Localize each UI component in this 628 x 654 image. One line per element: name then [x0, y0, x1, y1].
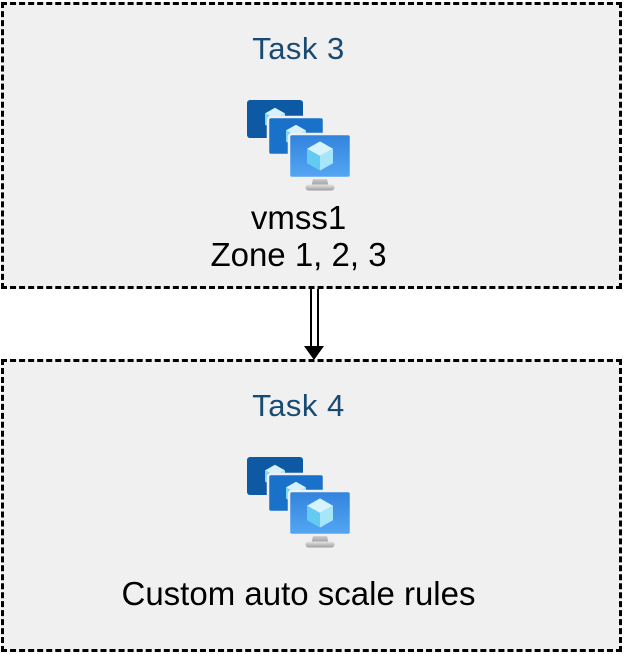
- task3-box: Task 3 vmss1 Zone 1, 2, 3: [1, 2, 622, 289]
- flow-arrow: [0, 289, 628, 360]
- vmss-name-label: vmss1: [250, 199, 347, 236]
- task4-box: Task 4 Custom auto scale rules: [1, 359, 622, 652]
- arrow-head-icon: [304, 346, 324, 360]
- task4-title: Task 4: [252, 388, 345, 423]
- vm-scale-sets-icon: [246, 457, 351, 549]
- arrow-shaft: [309, 289, 319, 346]
- vm-scale-sets-icon: [246, 100, 351, 192]
- task3-title: Task 3: [252, 31, 345, 66]
- autoscale-rules-label: Custom auto scale rules: [121, 575, 476, 612]
- vmss-zones-label: Zone 1, 2, 3: [210, 236, 387, 273]
